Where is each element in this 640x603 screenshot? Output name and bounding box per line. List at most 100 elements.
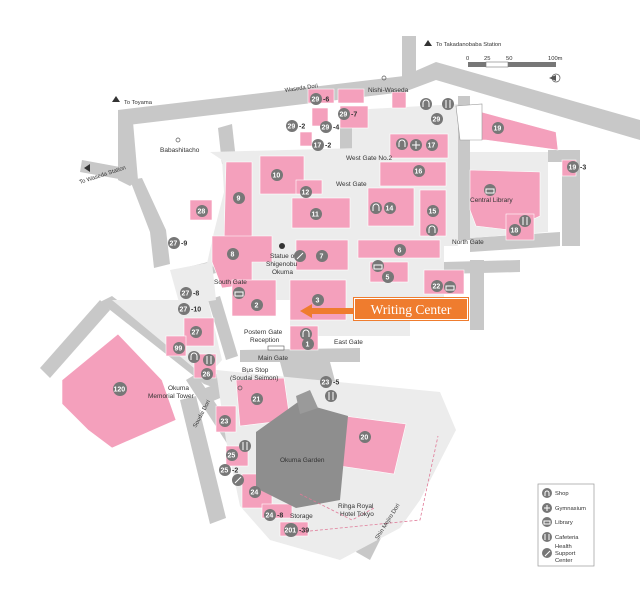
building-27-8-suffix: -8	[193, 291, 199, 298]
building-25: 25	[228, 453, 236, 460]
building-27-8: 27	[182, 291, 190, 298]
building-20: 20	[361, 435, 369, 442]
scale-tick-0: 0	[466, 56, 469, 62]
building-29-7-suffix: -7	[351, 112, 357, 119]
building-27: 27	[192, 330, 200, 337]
building-27-9-suffix: -9	[181, 241, 187, 248]
main-gate-marker	[267, 345, 285, 351]
building-25-2-suffix: -2	[232, 468, 238, 475]
to-toyama-label: To Toyama	[124, 100, 153, 106]
statue-marker	[279, 243, 285, 249]
building-26: 26	[203, 372, 211, 379]
legend-shop: Shop	[555, 491, 569, 497]
statue-label-3: Okuma	[272, 269, 293, 276]
library-icon	[444, 281, 456, 293]
footpath	[299, 435, 439, 533]
babashitacho-label: Babashitacho	[160, 147, 200, 154]
building-29-6: 29	[312, 97, 320, 104]
building-29-2: 29	[288, 124, 296, 131]
memorial-label-1: Okuma	[168, 385, 189, 392]
north-gate-label: North Gate	[452, 239, 484, 246]
north-arrow-icon	[549, 73, 561, 83]
scale-tick-25: 25	[484, 56, 490, 62]
waseda-dori-label: Waseda Dori	[284, 83, 318, 94]
library-icon	[542, 517, 552, 527]
rihga-label-1: Rihga Royal	[338, 503, 374, 510]
building-14: 14	[386, 206, 394, 213]
building-27-10-suffix: -10	[191, 307, 201, 314]
building-3: 3	[316, 298, 320, 305]
main-gate-label: Main Gate	[258, 355, 288, 362]
west-gate-no2-label: West Gate No.2	[346, 155, 393, 162]
building-23: 23	[221, 419, 229, 426]
scale-tick-50: 50	[506, 56, 512, 62]
arrow-up-icon	[112, 96, 120, 102]
postern-gate-label-1: Postern Gate	[244, 329, 283, 336]
library-icon	[233, 287, 245, 299]
building-18: 18	[511, 228, 519, 235]
shop-icon	[426, 224, 438, 236]
legend-health-1: Health	[555, 544, 572, 550]
building-201-39-suffix: -39	[299, 528, 309, 535]
gymnasium-icon	[410, 139, 422, 151]
building-23-5-suffix: -5	[333, 380, 339, 387]
cafeteria-icon	[203, 354, 215, 366]
building-120: 120	[114, 387, 126, 394]
building-17-2: 17	[314, 143, 322, 150]
memorial-label-2: Memorial Tower	[148, 393, 195, 400]
writing-center-arrow	[300, 304, 358, 318]
health-support-icon	[232, 474, 244, 486]
building-28: 28	[198, 209, 206, 216]
shop-icon	[188, 351, 200, 363]
okuma-garden-label: Okuma Garden	[280, 457, 325, 464]
building-17: 17	[428, 143, 436, 150]
building-29-7: 29	[340, 112, 348, 119]
shop-icon	[542, 488, 552, 498]
building-27-9: 27	[170, 241, 178, 248]
legend: Shop Gymnasium Library Cafeteria Health …	[537, 483, 595, 567]
building-19-3-suffix: -3	[580, 165, 586, 172]
building-19-3: 19	[569, 165, 577, 172]
south-gate-label: South Gate	[214, 279, 247, 286]
building-25-2: 25	[221, 468, 229, 475]
shop-icon	[420, 98, 432, 110]
gymnasium-icon	[542, 503, 552, 513]
cafeteria-icon	[325, 390, 337, 402]
building-9: 9	[237, 196, 241, 203]
health-support-icon	[542, 548, 552, 558]
legend-gymnasium: Gymnasium	[555, 506, 586, 512]
storage-label: Storage	[290, 513, 313, 520]
shop-icon	[370, 202, 382, 214]
building-15: 15	[429, 209, 437, 216]
central-library-label: Central Library	[470, 197, 513, 204]
legend-library: Library	[555, 520, 573, 526]
building-2: 2	[255, 303, 259, 310]
building-24-8: 24	[266, 513, 274, 520]
statue-label-2: Shigenobu	[266, 261, 297, 268]
cafeteria-icon	[519, 215, 531, 227]
postern-gate-label-2: Reception	[250, 337, 280, 344]
legend-cafeteria: Cafeteria	[555, 535, 579, 541]
building-5: 5	[386, 275, 390, 282]
cafeteria-icon	[542, 532, 552, 542]
bus-stop-label-2: (Soudai Seimon)	[230, 375, 278, 382]
shop-icon	[300, 328, 312, 340]
bus-stop-label-1: Bus Stop	[242, 367, 269, 374]
building-24-8-suffix: -8	[277, 513, 283, 520]
building-16: 16	[415, 169, 423, 176]
statue-label-1: Statue of	[270, 253, 296, 260]
rihga-label-2: Hotel Tokyo	[340, 511, 374, 518]
building-6: 6	[398, 248, 402, 255]
legend-health-2: Support	[555, 551, 576, 557]
building-99: 99	[175, 346, 183, 353]
to-takadanobaba-label: To Takadanobaba Station	[436, 42, 501, 48]
scale-tick-100: 100m	[548, 56, 563, 62]
garden-building	[296, 390, 318, 414]
building-12: 12	[302, 190, 310, 197]
place-labels: Nishi-Waseda Babashitacho West Gate No.2…	[148, 75, 513, 520]
west-gate-label: West Gate	[336, 181, 367, 188]
cafeteria-icon	[442, 98, 454, 110]
building-29-4-suffix: -4	[333, 125, 339, 132]
nishi-waseda-label: Nishi-Waseda	[368, 87, 409, 94]
